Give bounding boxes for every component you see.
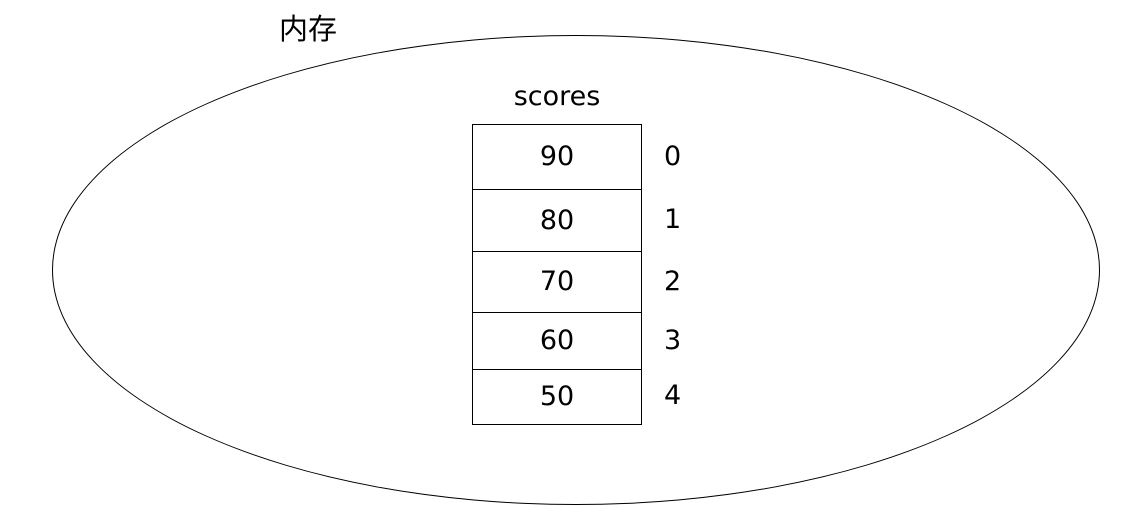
array-table: 90 80 70 60 50 — [472, 124, 642, 425]
memory-region-label: 内存 — [279, 12, 338, 46]
array-index-column: 0 1 2 3 4 — [664, 124, 704, 425]
array-index-label: 4 — [664, 380, 682, 411]
array-index-label: 3 — [664, 324, 682, 356]
array-cell-4: 50 — [473, 370, 641, 424]
array-index-label: 0 — [664, 140, 682, 172]
array-cell-value: 60 — [539, 325, 575, 356]
array-cell-value: 50 — [539, 381, 575, 412]
array-index-label: 1 — [664, 204, 682, 235]
array-cell-3: 60 — [473, 313, 641, 370]
array-index-label: 2 — [664, 265, 682, 297]
array-cell-value: 70 — [539, 266, 575, 297]
array-name-label: scores — [513, 81, 601, 112]
memory-region-ellipse — [52, 35, 1100, 505]
array-cell-value: 90 — [539, 141, 575, 172]
array-cell-0: 90 — [473, 125, 641, 190]
array-cell-1: 80 — [473, 190, 641, 252]
array-cell-value: 80 — [539, 204, 575, 236]
array-cell-2: 70 — [473, 252, 641, 313]
